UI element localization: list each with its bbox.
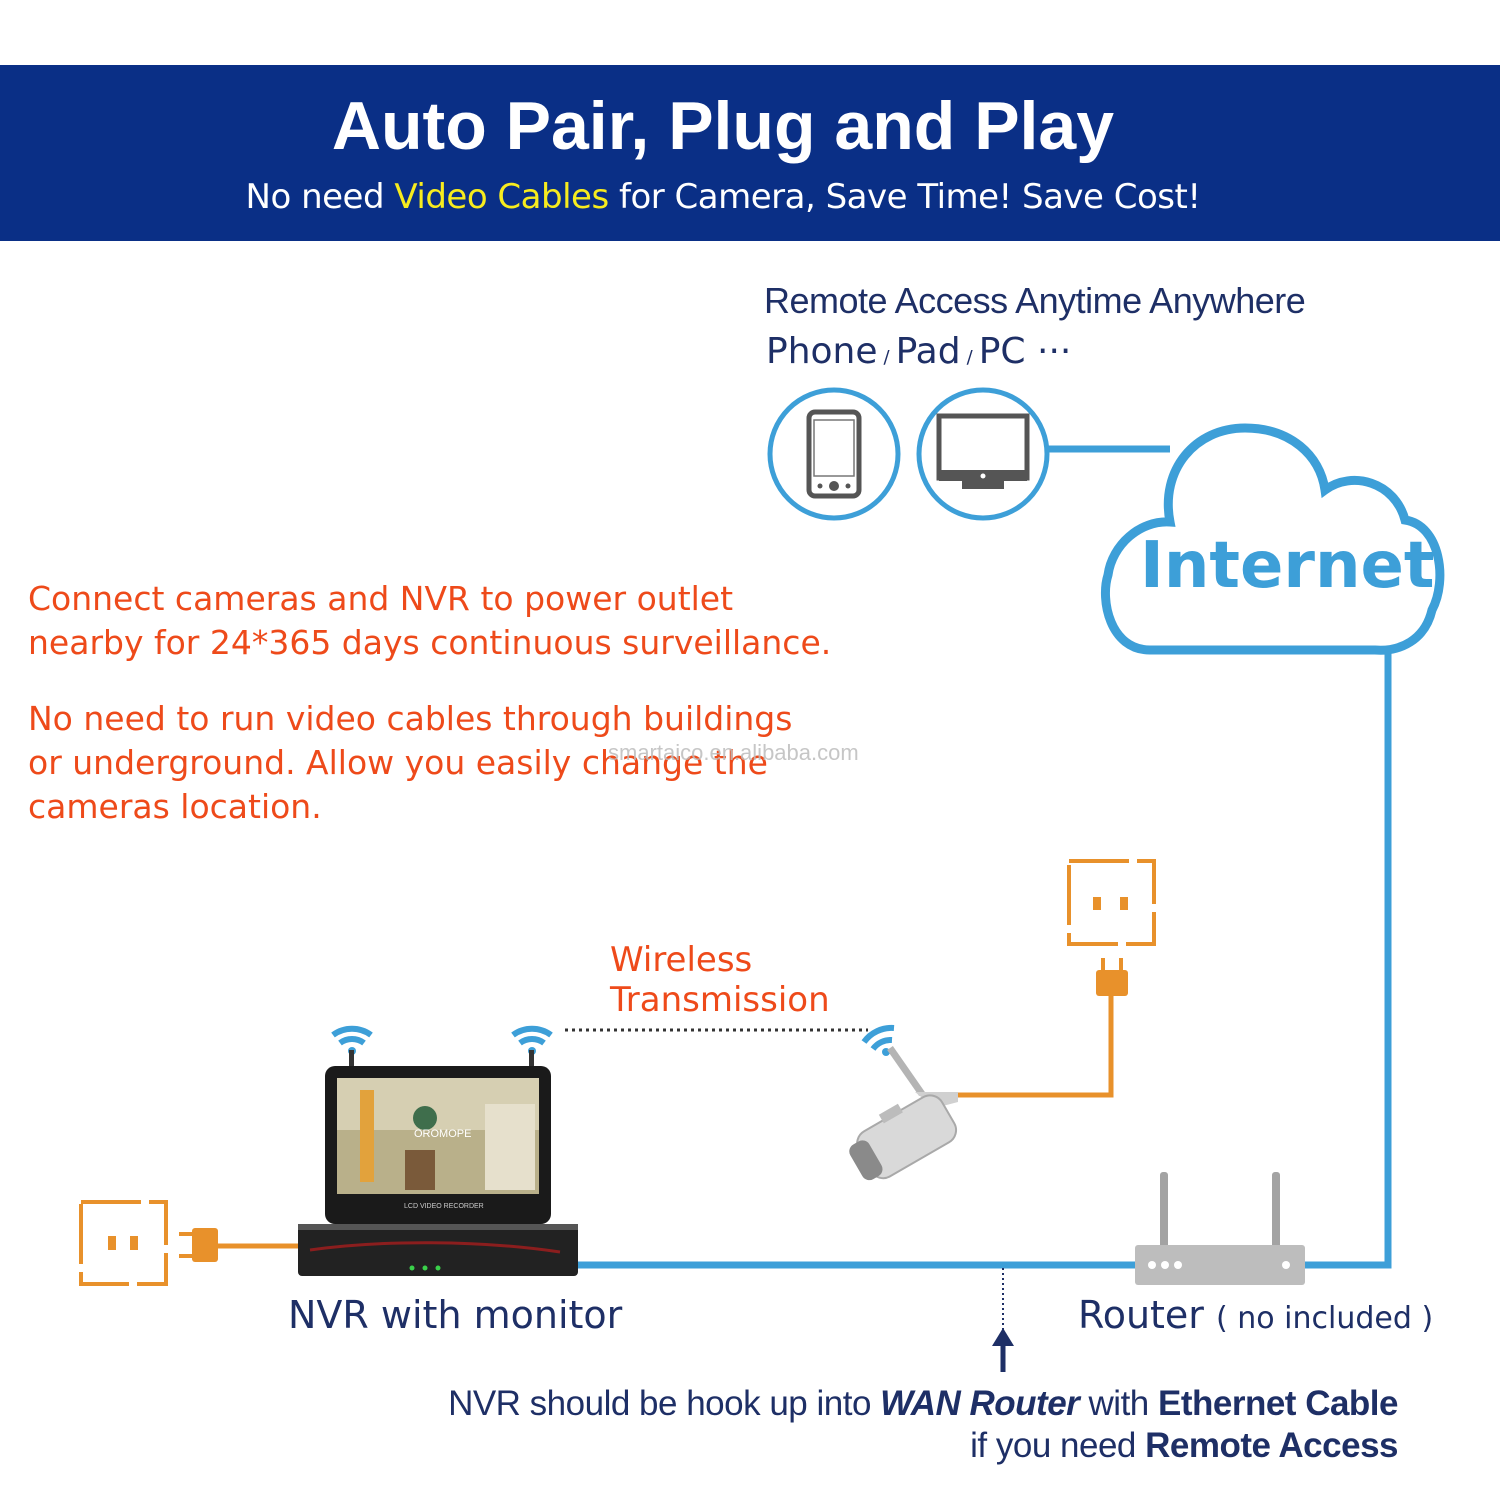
description-line: No need to run video cables through buil…: [28, 699, 793, 738]
nvr-power-outlet-icon: [79, 1200, 168, 1286]
description-line: nearby for 24*365 days continuous survei…: [28, 623, 832, 662]
wireless-label: Wireless Transmission: [610, 940, 830, 1020]
description-line: or underground. Allow you easily change …: [28, 743, 768, 782]
watermark: smartaico.en.alibaba.com: [608, 740, 859, 765]
footer-line-1: NVR should be hook up into WAN Router wi…: [448, 1383, 1398, 1425]
device-pad-label: Pad: [895, 331, 961, 372]
footer-text: with: [1079, 1384, 1158, 1423]
footer-wan-router: WAN Router: [880, 1384, 1080, 1423]
wireless-label-line: Transmission: [610, 980, 830, 1020]
description-line: cameras location.: [28, 787, 322, 826]
nvr-label: NVR with monitor: [288, 1293, 623, 1337]
device-phone-label: Phone: [766, 331, 878, 372]
camera-plug-icon: [948, 958, 1128, 1098]
cloud-icon: [1100, 423, 1445, 655]
nvr-device-icon: OROMOPE LCD VIDEO RECORDER: [298, 1050, 578, 1276]
router-label: Router ( no included ): [1078, 1292, 1433, 1342]
remote-device-list: Phone/Pad/PC ···: [766, 330, 1071, 380]
footer-text: if you need: [970, 1426, 1146, 1465]
monitor-icon: [916, 387, 1050, 521]
router-icon: [1135, 1172, 1305, 1285]
subtitle-post: for Camera, Save Time! Save Cost!: [608, 177, 1201, 217]
device-separator: /: [966, 347, 973, 368]
footer-ethernet-cable: Ethernet Cable: [1158, 1384, 1399, 1423]
router-label-text: Router: [1078, 1293, 1204, 1337]
subtitle-pre: No need: [245, 177, 395, 217]
nvr-screen-caption: LCD VIDEO RECORDER: [404, 1203, 484, 1210]
subtitle-highlight: Video Cables: [394, 177, 609, 217]
page-title: Auto Pair, Plug and Play: [331, 88, 1115, 164]
cable-cloud-to-router: [1305, 640, 1392, 1269]
device-ellipsis: ···: [1037, 331, 1072, 372]
device-separator: /: [883, 347, 890, 368]
nvr-plug-icon: [179, 1228, 298, 1262]
wireless-label-line: Wireless: [610, 940, 753, 980]
footer-note: NVR should be hook up into WAN Router wi…: [448, 1383, 1398, 1467]
camera-icon: [849, 1046, 958, 1181]
router-note: ( no included ): [1216, 1301, 1434, 1336]
internet-label: Internet: [1140, 529, 1435, 603]
camera-power-outlet-icon: [1067, 859, 1156, 946]
remote-access-title: Remote Access Anytime Anywhere: [764, 280, 1306, 321]
device-pc-label: PC: [978, 331, 1026, 372]
header-banner: [0, 65, 1500, 241]
cable-description: No need to run video cables through buil…: [28, 697, 792, 829]
arrow-up-icon: [992, 1328, 1014, 1372]
page-subtitle: No need Video Cables for Camera, Save Ti…: [0, 176, 1446, 218]
cloud-outline: [1100, 423, 1445, 655]
power-description: Connect cameras and NVR to power outlet …: [28, 577, 831, 665]
footer-text: NVR should be hook up into: [448, 1384, 881, 1423]
footer-line-2: if you need Remote Access: [448, 1425, 1398, 1467]
footer-remote-access: Remote Access: [1145, 1426, 1398, 1465]
description-line: Connect cameras and NVR to power outlet: [28, 579, 734, 618]
nvr-screen-brand: OROMOPE: [414, 1128, 471, 1140]
phone-icon: [767, 387, 901, 521]
